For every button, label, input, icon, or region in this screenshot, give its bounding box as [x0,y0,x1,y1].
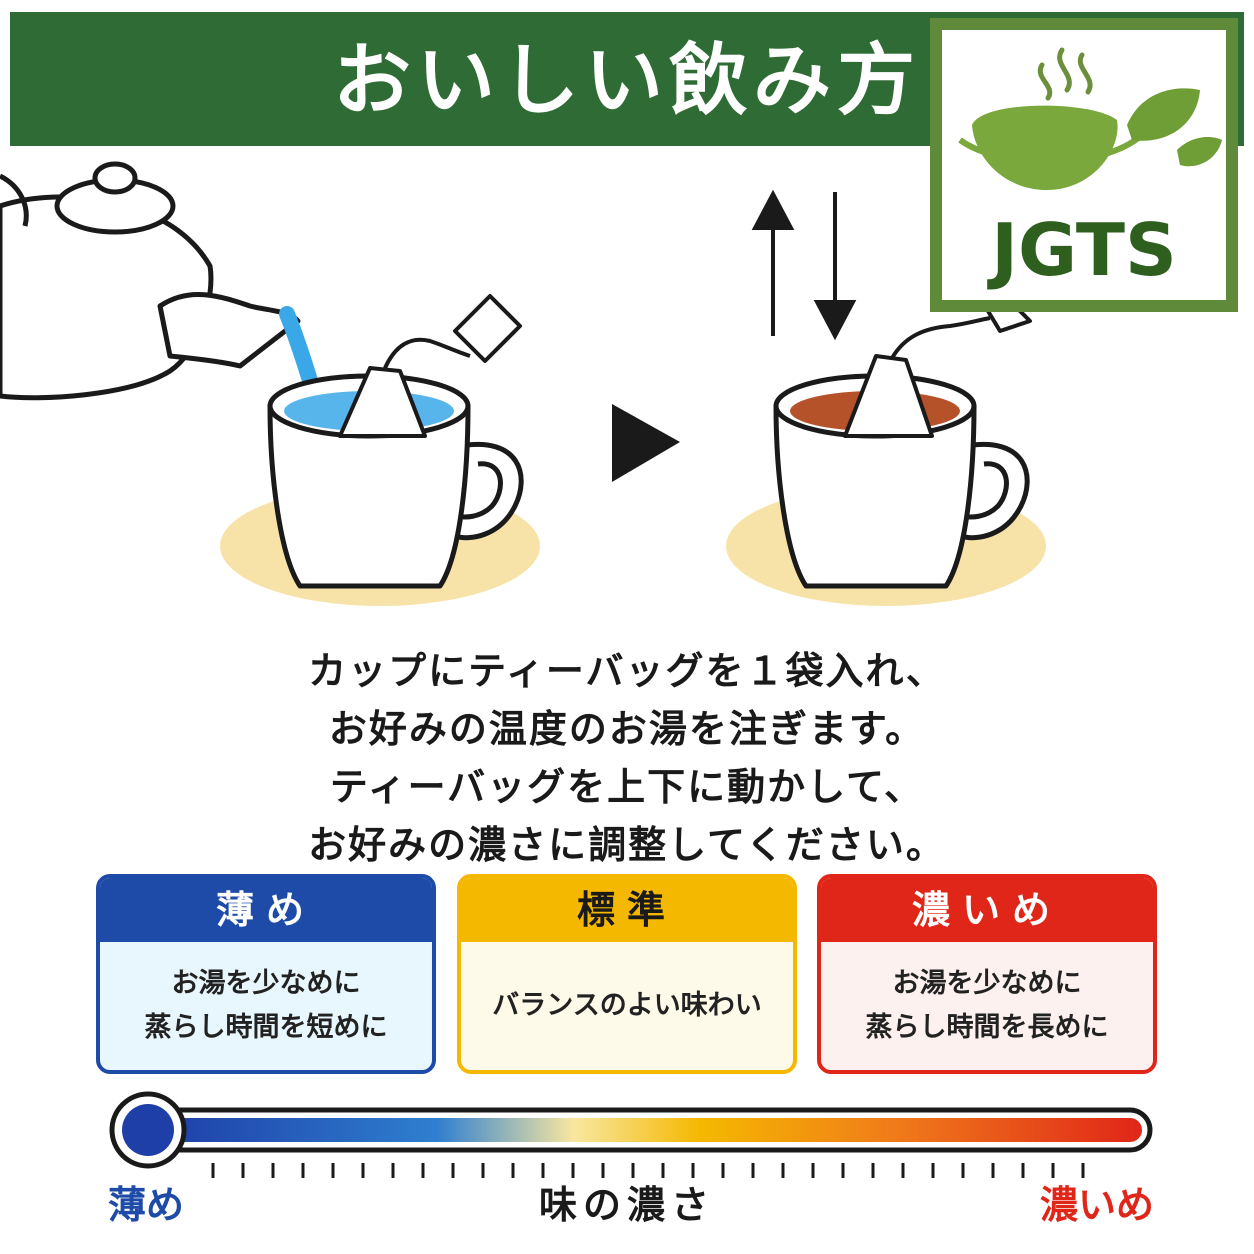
teapot-icon [0,161,301,401]
scale-center-label: 味の濃さ [538,1183,715,1227]
strength-box-title: 薄め [100,878,432,942]
strength-box-text: 蒸らし時間を長めに [865,1012,1109,1043]
instructions: カップにティーバッグを１袋入れ、 お好みの温度のお湯を注ぎます。 ティーバッグを… [0,642,1254,874]
strength-box-title: 標準 [461,878,793,942]
strength-box-text: お湯を少なめに [171,968,361,999]
tea-bag-left-icon [338,294,522,438]
next-arrow-icon [612,404,680,482]
scale-left-label: 薄め [108,1183,185,1227]
jgts-logo: JGTS [930,18,1238,312]
instruction-line: お好みの濃さに調整してください。 [308,823,946,867]
page-title: おいしい飲み方 [332,36,921,126]
strength-box-standard: 標準 バランスのよい味わい [457,874,797,1074]
strength-box-text: お湯を少なめに [892,968,1082,999]
strength-scale [109,1091,1153,1178]
tea-cup-logo-icon: JGTS [958,47,1222,292]
scale-right-label: 濃いめ [1040,1183,1155,1227]
instruction-line: カップにティーバッグを１袋入れ、 [308,649,946,693]
up-down-arrows-icon [751,189,857,341]
instruction-line: ティーバッグを上下に動かして、 [329,765,925,809]
strength-box-strong: 濃いめ お湯を少なめに 蒸らし時間を長めに [817,874,1157,1074]
brewing-illustration [0,161,1046,606]
scale-ticks [211,1163,1085,1178]
instruction-line: お好みの温度のお湯を注ぎます。 [328,707,926,751]
strength-box-light: 薄め お湯を少なめに 蒸らし時間を短めに [96,874,436,1074]
scale-marker [122,1104,174,1156]
scale-bar [162,1118,1142,1142]
strength-box-title: 濃いめ [821,878,1153,942]
logo-text: JGTS [986,208,1177,292]
strength-box-text: 蒸らし時間を短めに [144,1012,388,1043]
strength-box-text: バランスのよい味わい [492,990,762,1021]
